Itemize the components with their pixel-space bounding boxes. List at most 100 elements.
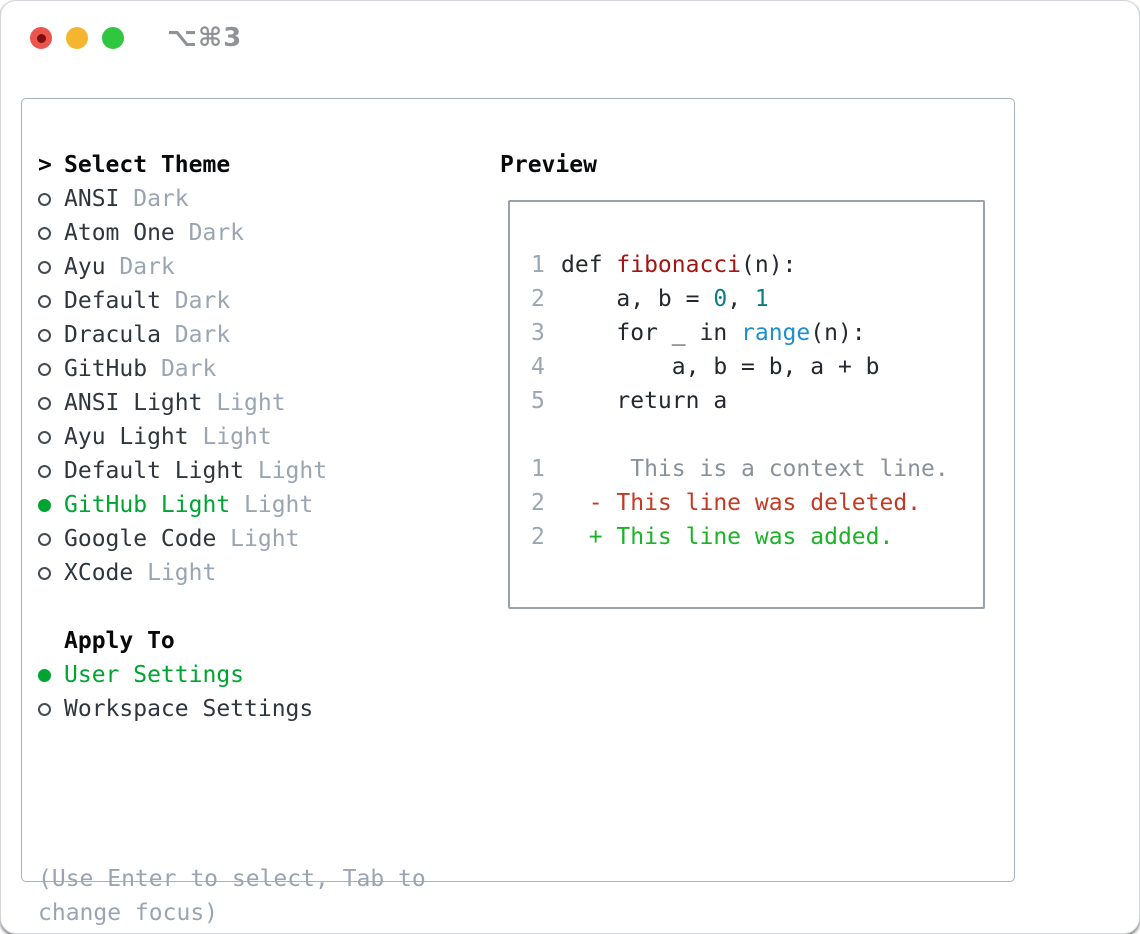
theme-name: ANSI [64, 186, 120, 212]
theme-name: Ayu [64, 254, 106, 280]
radio-icon [38, 328, 51, 342]
theme-variant-label: Light [244, 458, 328, 484]
line-number: 5 [531, 388, 545, 414]
line-number: 4 [531, 354, 545, 380]
diff-line: 2 - This line was deleted. [531, 486, 973, 520]
apply-option-label: Workspace Settings [64, 696, 314, 722]
theme-option[interactable]: Default Dark [38, 284, 327, 318]
close-button[interactable] [30, 27, 52, 49]
radio-selected-icon [38, 668, 51, 682]
line-number: 2 [531, 490, 545, 516]
theme-name: GitHub [64, 356, 148, 382]
theme-option[interactable]: Google Code Light [38, 522, 327, 556]
apply-option-label: User Settings [64, 662, 245, 688]
help-line: change focus) [38, 900, 219, 926]
theme-option[interactable]: Dracula Dark [38, 318, 327, 352]
theme-variant-label: Dark [174, 220, 245, 246]
radio-icon [38, 294, 51, 308]
apply-to-title: Apply To [64, 628, 175, 654]
theme-variant-label: Dark [160, 288, 231, 314]
line-number: 2 [531, 524, 545, 550]
token-builtin: range [741, 320, 811, 346]
theme-option[interactable]: Ayu Light Light [38, 420, 327, 454]
theme-name: Atom One [64, 220, 175, 246]
code-line: 5 return a [531, 384, 973, 418]
code-line: 2 a, b = 0, 1 [531, 282, 973, 316]
theme-option[interactable]: GitHub Light Light [38, 488, 327, 522]
help-line: (Use Enter to select, Tab to [38, 866, 426, 892]
apply-option[interactable]: Workspace Settings [38, 692, 313, 726]
blank-line [531, 418, 973, 452]
theme-name: Ayu Light [64, 424, 189, 450]
theme-name: XCode [64, 560, 134, 586]
line-number: 1 [531, 456, 545, 482]
radio-icon [38, 532, 51, 546]
diff-line: 1 This is a context line. [531, 452, 973, 486]
window-title: ⌥⌘3 [167, 23, 243, 53]
theme-name: Dracula [64, 322, 161, 348]
select-theme-header: > Select Theme [38, 148, 327, 182]
theme-name: Google Code [64, 526, 217, 552]
radio-icon [38, 464, 51, 478]
select-theme-title: Select Theme [64, 152, 231, 178]
token-plain: for _ in [561, 320, 742, 346]
token-num: 0 [713, 286, 728, 312]
theme-variant-label: Dark [119, 186, 189, 212]
minimize-button[interactable] [66, 27, 88, 49]
code-line: 3 for _ in range(n): [531, 316, 973, 350]
token-added: + This line was added. [561, 524, 894, 550]
token-plain: a, b = b, a + b [561, 354, 880, 380]
theme-variant-label: Light [188, 424, 272, 450]
radio-icon [38, 226, 51, 240]
radio-icon [38, 702, 51, 716]
line-number: 1 [531, 252, 545, 278]
theme-option[interactable]: GitHub Dark [38, 352, 327, 386]
token-context: This is a context line. [561, 456, 949, 482]
theme-option[interactable]: ANSI Light Light [38, 386, 327, 420]
theme-option[interactable]: Ayu Dark [38, 250, 327, 284]
token-deleted: - This line was deleted. [561, 490, 922, 516]
theme-variant-label: Dark [105, 254, 175, 280]
theme-option[interactable]: Default Light Light [38, 454, 327, 488]
theme-variant-label: Light [216, 526, 300, 552]
token-plain: (n): [741, 252, 797, 278]
token-num: 1 [754, 286, 769, 312]
theme-option[interactable]: ANSI Dark [38, 182, 327, 216]
theme-variant-label: Light [133, 560, 217, 586]
close-dot-icon [36, 33, 46, 43]
radio-selected-icon [38, 498, 51, 512]
token-plain: def [561, 252, 617, 278]
token-plain: a, b = [561, 286, 714, 312]
preview-title: Preview [500, 152, 597, 178]
theme-name: ANSI Light [64, 390, 203, 416]
radio-icon [38, 192, 51, 206]
title-bar: ⌥⌘3 [1, 1, 1139, 75]
code-line: 4 a, b = b, a + b [531, 350, 973, 384]
radio-icon [38, 362, 51, 376]
radio-icon [38, 396, 51, 410]
apply-to-header: Apply To [38, 624, 313, 658]
apply-option[interactable]: User Settings [38, 658, 313, 692]
radio-icon [38, 430, 51, 444]
theme-option[interactable]: XCode Light [38, 556, 327, 590]
radio-icon [38, 260, 51, 274]
diff-line: 2 + This line was added. [531, 520, 973, 554]
line-number: 3 [531, 320, 545, 346]
token-plain: , [727, 286, 755, 312]
prompt-caret-icon: > [38, 152, 52, 178]
radio-icon [38, 566, 51, 580]
zoom-button[interactable] [102, 27, 124, 49]
theme-option[interactable]: Atom One Dark [38, 216, 327, 250]
help-text: (Use Enter to select, Tab to change focus… [38, 760, 426, 930]
theme-name: Default Light [64, 458, 245, 484]
theme-variant-label: Dark [160, 322, 231, 348]
token-plain: (n): [810, 320, 866, 346]
theme-variant-label: Light [230, 492, 314, 518]
theme-name: Default [64, 288, 161, 314]
theme-name: GitHub Light [64, 492, 231, 518]
